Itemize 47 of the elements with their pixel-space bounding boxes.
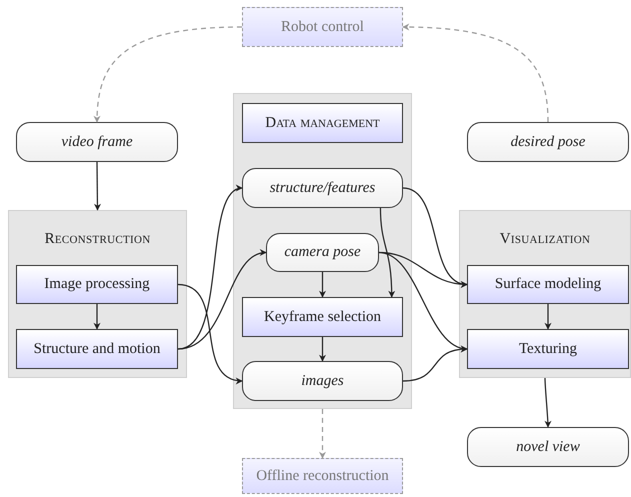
arrow: [319, 272, 326, 298]
box-label: Image processing: [44, 276, 150, 293]
process-box: [242, 297, 403, 337]
box-label: Offline reconstruction: [256, 468, 389, 484]
box-label: Robot control: [281, 18, 364, 36]
arrow: [178, 186, 243, 350]
arrow: [94, 162, 101, 211]
arrow: [544, 378, 552, 428]
process-box: [16, 265, 178, 304]
box-label: desired pose: [510, 134, 586, 150]
box-label: Surface modeling: [494, 276, 602, 293]
process-box: [467, 329, 629, 369]
box-label: Keyframe selection: [264, 308, 382, 326]
dashed-arrow: [94, 26, 242, 123]
rounded-data-box: [242, 361, 403, 401]
box-label: video frame: [61, 134, 133, 150]
box-label: Structure and motion: [34, 340, 160, 358]
arrow: [94, 304, 100, 330]
dashed-process-box: [242, 7, 403, 47]
panel-heading: Visualization: [498, 231, 592, 248]
dashed-arrow: [402, 24, 549, 122]
box-label: camera pose: [284, 244, 361, 261]
arrow: [319, 337, 326, 362]
process-box: [16, 329, 178, 369]
box-label: structure/features: [270, 180, 376, 196]
group-panel: [459, 210, 631, 378]
arrow: [178, 250, 267, 350]
process-box: [242, 103, 403, 143]
panel-heading: Reconstruction: [44, 231, 152, 248]
dashed-process-box: [242, 458, 403, 494]
arrow: [402, 346, 468, 382]
dashed-arrow: [319, 409, 326, 459]
group-panel: [233, 93, 412, 409]
arrow: [544, 304, 552, 330]
box-label: novel view: [516, 438, 580, 456]
process-box: [467, 265, 629, 304]
rounded-data-box: [266, 233, 379, 272]
rounded-data-box: [16, 122, 178, 162]
arrow: [380, 208, 396, 298]
box-label: images: [301, 372, 344, 390]
rounded-data-box: [467, 122, 629, 162]
group-panel: [8, 210, 187, 378]
arrow: [178, 284, 243, 384]
rounded-data-box: [467, 427, 629, 467]
rounded-data-box: [242, 168, 403, 208]
box-label: Data management: [265, 114, 380, 132]
box-label: Texturing: [518, 340, 578, 358]
